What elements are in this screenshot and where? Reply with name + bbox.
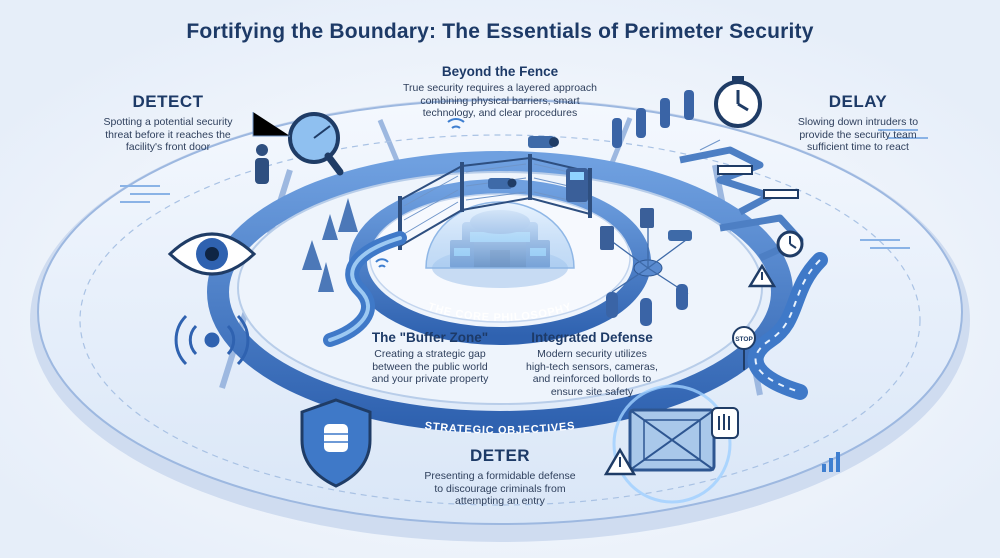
buffer-zone-heading: The "Buffer Zone"	[371, 330, 489, 345]
warning-sign-icon	[747, 263, 777, 288]
detect-section: DETECT Spotting a potential security thr…	[78, 92, 258, 154]
deter-gate-icon	[612, 384, 732, 504]
text-line: Spotting a potential security	[103, 116, 233, 128]
text-line: and your private property	[371, 373, 489, 385]
deter-text: Presenting a formidable defense to disco…	[400, 470, 600, 508]
security-camera-icon	[488, 136, 559, 189]
text-line: True security requires a layered approac…	[403, 82, 597, 94]
strategic-objectives-label: STRATEGIC OBJECTIVES	[424, 420, 576, 437]
text-line: Slowing down intruders to	[797, 116, 919, 128]
text-line: Presenting a formidable defense	[424, 470, 576, 482]
signal-waves-icon	[174, 314, 250, 366]
wifi-icons	[375, 118, 465, 268]
integrated-defense-heading: Integrated Defense	[531, 330, 653, 345]
text-line: attempting an entry	[455, 495, 545, 507]
beyond-fence-heading: Beyond the Fence	[441, 64, 559, 79]
page-title: Fortifying the Boundary: The Essentials …	[186, 20, 814, 43]
delay-section: DELAY Slowing down intruders to provide …	[766, 92, 950, 154]
text-line: sufficient time to react	[807, 141, 909, 153]
bollard-icons	[606, 284, 688, 326]
road-centerline	[754, 259, 821, 393]
detect-text: Spotting a potential security threat bef…	[78, 116, 258, 154]
beyond-fence-section: Beyond the Fence True security requires …	[388, 64, 612, 120]
text-line: Creating a strategic gap	[374, 348, 486, 360]
text-line: to discourage criminals from	[434, 482, 566, 495]
tree-icons	[302, 198, 358, 292]
delay-heading: DELAY	[828, 92, 888, 111]
deter-section: DETER Presenting a formidable defense to…	[400, 446, 600, 508]
text-line: combining physical barriers, smart	[420, 94, 580, 107]
deter-warning-icon	[603, 447, 637, 476]
text-line: threat before it reaches the	[105, 128, 231, 141]
road-barrier-icons	[717, 165, 799, 199]
text-line: provide the security team	[799, 128, 917, 141]
delay-text: Slowing down intruders to provide the se…	[766, 116, 950, 154]
integrated-defense-section: Integrated Defense Modern security utili…	[512, 330, 672, 398]
text-line: ensure site safety	[550, 385, 634, 398]
text-line: facility's front door	[125, 141, 211, 153]
bollard-row-icons	[612, 90, 694, 148]
beyond-fence-text: True security requires a layered approac…	[388, 82, 612, 120]
buffer-zone-text: Creating a strategic gap between the pub…	[350, 348, 510, 386]
stop-hand-icon	[711, 407, 739, 439]
callout-lines	[252, 112, 721, 151]
eye-icon	[167, 232, 257, 276]
bar-chart-icon	[822, 452, 840, 472]
stop-sign-label: STOP	[735, 336, 753, 343]
decorative-dashes	[120, 129, 928, 249]
core-building-icon	[425, 201, 575, 288]
text-line: technology, and clear procedures	[422, 107, 578, 119]
deter-heading: DETER	[469, 446, 531, 465]
text-line: between the public world	[372, 360, 488, 373]
radar-magnifier-icon	[288, 112, 344, 176]
text-line: Modern security utilizes	[537, 348, 647, 360]
dashed-boundary	[79, 134, 921, 506]
small-stopwatch-icon	[776, 230, 804, 258]
text-line: and reinforced bollords to	[532, 373, 652, 385]
person-silhouette-icon	[255, 144, 269, 184]
integrated-defense-text: Modern security utilizes high-tech senso…	[512, 348, 672, 398]
keypad-icon	[566, 168, 588, 202]
text-line: high-tech sensors, cameras,	[526, 360, 658, 373]
stopwatch-icon	[714, 76, 762, 128]
detect-heading: DETECT	[132, 92, 204, 111]
buffer-zone-section: The "Buffer Zone" Creating a strategic g…	[350, 330, 510, 386]
sensor-hub-icon	[600, 208, 692, 295]
shield-fist-icon	[300, 398, 372, 488]
stop-sign-icon: STOP	[732, 326, 756, 370]
river-highlight	[328, 236, 402, 342]
fence-icon	[398, 154, 592, 250]
